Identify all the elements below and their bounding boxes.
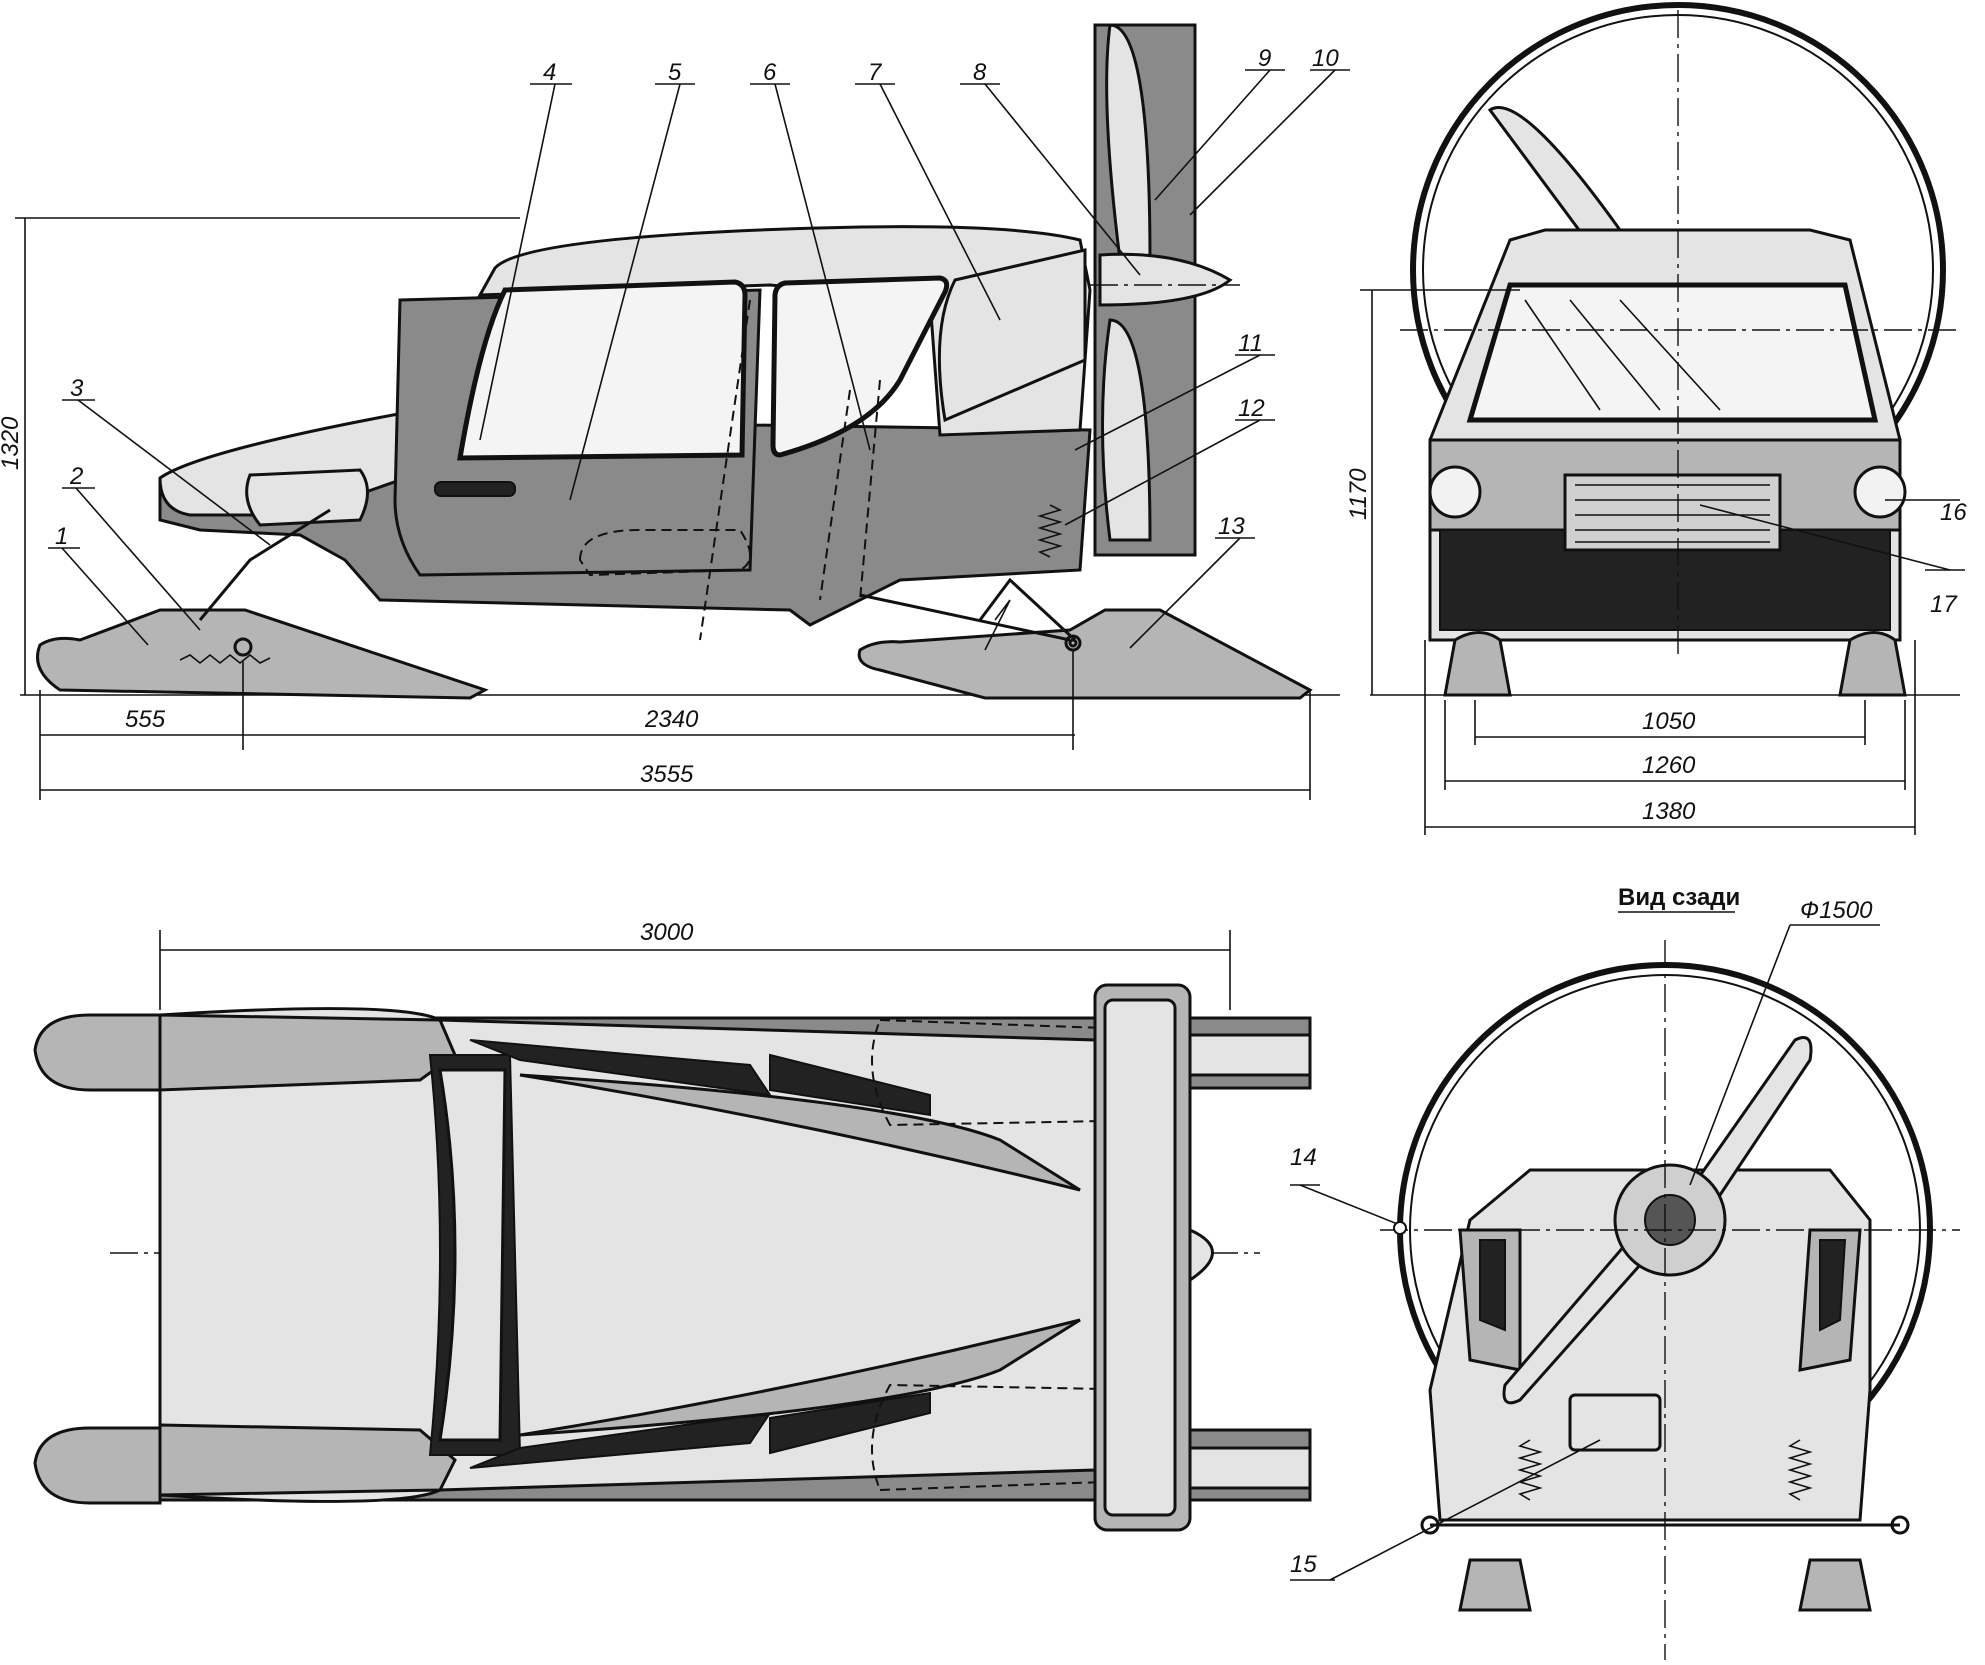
side-view: 1320 555 2340 3555 1 2 3 4 (0, 23, 1350, 800)
part-label-1: 1 (55, 523, 68, 550)
rear-view-title: Вид сзади (1618, 884, 1740, 911)
part-label-11: 11 (1238, 330, 1263, 357)
side-window (770, 275, 950, 458)
part-label-4: 4 (543, 59, 556, 86)
dim-front-height: 1170 (1345, 468, 1372, 520)
part-label-14: 14 (1290, 1144, 1317, 1171)
dim-side-wheelbase: 2340 (644, 706, 699, 733)
part-label-17: 17 (1930, 591, 1958, 618)
dim-side-height: 1320 (0, 416, 24, 470)
part-label-15: 15 (1290, 1551, 1317, 1578)
part-label-10: 10 (1312, 45, 1339, 72)
rear-body (1428, 1168, 1872, 1522)
top-view: 3000 (33, 919, 1312, 1532)
dim-side-length: 3555 (640, 761, 694, 788)
dim-front-track: 1260 (1642, 752, 1696, 779)
top-ski-lower (33, 1426, 162, 1505)
dim-top-length: 3000 (640, 919, 694, 946)
part-label-9: 9 (1258, 45, 1271, 72)
part-label-5: 5 (668, 59, 682, 86)
front-window (457, 279, 748, 461)
nose-cowl (158, 408, 442, 517)
rear-propeller-blade-1 (1688, 1036, 1813, 1213)
top-ski-upper (33, 1013, 162, 1092)
headlight-left (1428, 465, 1482, 519)
front-windscreen (1466, 282, 1879, 423)
headlight-right (1853, 465, 1907, 519)
part-label-8: 8 (973, 59, 987, 86)
part-label-6: 6 (763, 59, 777, 86)
propeller-spinner (1098, 252, 1233, 307)
rear-spring (1037, 504, 1063, 558)
radiator-grille (1563, 473, 1782, 552)
part-label-12: 12 (1238, 395, 1265, 422)
rear-view: Вид сзади Ф1500 14 (1290, 884, 1960, 1660)
rear-ski (857, 608, 1313, 700)
part-label-13: 13 (1218, 513, 1245, 540)
front-view: 1170 1050 1260 1380 16 17 (1345, 2, 1967, 835)
door-handle (434, 481, 516, 497)
side-leaders (48, 69, 1350, 649)
part-label-16: 16 (1940, 499, 1967, 526)
part-label-7: 7 (868, 59, 883, 86)
rear-propeller-blade-2 (1502, 1242, 1642, 1405)
part-label-2: 2 (69, 463, 83, 490)
dim-front-track-inner: 1050 (1642, 708, 1696, 735)
rear-lamp (1568, 1393, 1662, 1452)
front-spring (179, 653, 271, 665)
dim-side-front-overhang: 555 (125, 706, 166, 733)
part-label-3: 3 (70, 375, 84, 402)
dim-front-width: 1380 (1642, 798, 1696, 825)
dim-rear-diameter: Ф1500 (1800, 897, 1873, 924)
front-ski (36, 608, 489, 700)
